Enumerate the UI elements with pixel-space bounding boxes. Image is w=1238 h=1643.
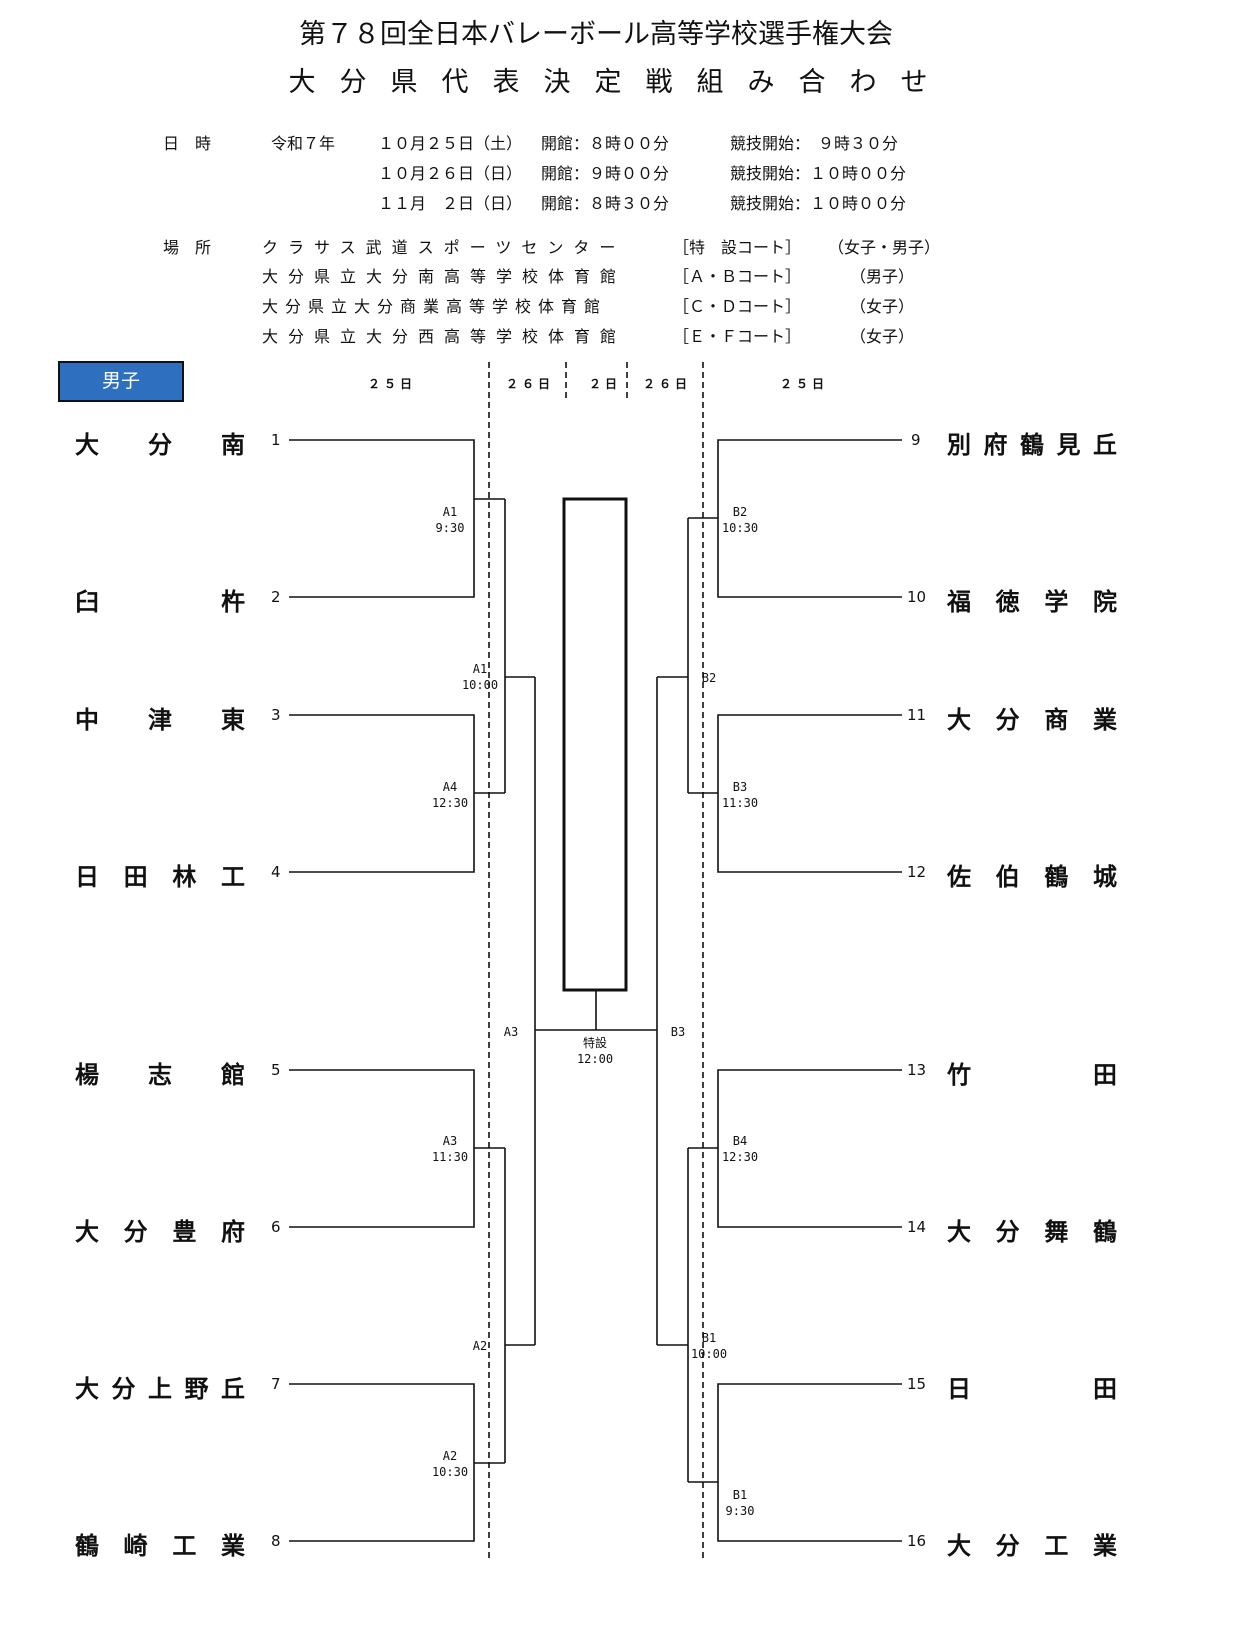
seed-number: 1 (271, 431, 281, 449)
schedule-open: 開館：８時００分 (541, 134, 670, 153)
day-header: ２日 (588, 377, 622, 391)
team-name: 鶴崎工業 (75, 1532, 245, 1560)
team-name: 臼杵 (75, 588, 245, 616)
seed-number: 11 (907, 706, 927, 724)
venue-gender: （女子） (850, 297, 915, 316)
team-name: 楊志館 (75, 1061, 245, 1089)
seed-number: 9 (911, 431, 921, 449)
page-title: 第７８回全日本バレーボール高等学校選手権大会 (299, 19, 893, 50)
seed-number: 5 (271, 1061, 281, 1079)
seed-number: 3 (271, 706, 281, 724)
venue-label: 場 所 (163, 238, 212, 257)
venue-court: ［特 設コート］ (673, 238, 802, 257)
seed-number: 15 (907, 1375, 927, 1393)
schedule-start: 競技開始：１０時００分 (730, 194, 907, 213)
venue-gender: （男子） (850, 267, 915, 286)
seed-number: 14 (907, 1218, 927, 1236)
schedule-label: 日 時 (163, 134, 212, 153)
venue-name: 大分県立大分商業高等学校体育館 (262, 297, 608, 316)
seed-number: 6 (271, 1218, 281, 1236)
venue-court: ［Ｅ・Ｆコート］ (673, 327, 802, 346)
team-name: 大分舞鶴 (947, 1218, 1117, 1246)
team-name: 日田 (947, 1375, 1117, 1403)
day-header: ２６日 (642, 377, 692, 391)
day-header: ２６日 (505, 377, 555, 391)
schedule-start: 競技開始： ９時３０分 (730, 134, 899, 153)
team-name: 日田林工 (75, 863, 245, 891)
venue-court: ［Ｃ・Ｄコート］ (673, 297, 802, 316)
team-name: 中津東 (75, 706, 245, 734)
day-header: ２５日 (779, 377, 829, 391)
seed-number: 7 (271, 1375, 281, 1393)
seed-number: 12 (907, 863, 927, 881)
match-label: A3 (503, 1025, 519, 1039)
schedule-year: 令和７年 (271, 134, 336, 153)
schedule-open: 開館：８時３０分 (541, 194, 670, 213)
schedule-open: 開館：９時００分 (541, 164, 670, 183)
schedule-date: １１月 ２日（日） (378, 194, 523, 213)
seed-number: 8 (271, 1532, 281, 1550)
seed-number: 10 (907, 588, 927, 606)
day-header: ２５日 (367, 377, 417, 391)
schedule-start: 競技開始：１０時００分 (730, 164, 907, 183)
venue-gender: （女子） (850, 327, 915, 346)
team-name: 大分豊府 (75, 1218, 245, 1246)
team-name: 大分南 (75, 431, 245, 459)
seed-number: 16 (907, 1532, 927, 1550)
team-name: 佐伯鶴城 (947, 863, 1117, 891)
schedule-date: １０月２６日（日） (378, 164, 523, 183)
venue-name: 大分県立大分南高等学校体育館 (262, 267, 627, 286)
team-name: 福徳学院 (947, 588, 1117, 616)
venue-court: ［Ａ・Ｂコート］ (673, 267, 802, 286)
schedule-date: １０月２５日（土） (378, 134, 523, 153)
venue-name: 大分県立大分西高等学校体育館 (262, 327, 627, 346)
division-badge: 男子 (58, 361, 184, 402)
page-subtitle: 大分県代表決定戦組み合わせ (288, 67, 952, 98)
team-name: 別府鶴見丘 (947, 431, 1117, 459)
match-label: B3 (670, 1025, 686, 1039)
team-name: 大分上野丘 (75, 1375, 245, 1403)
match-label: B2 (701, 671, 717, 685)
seed-number: 2 (271, 588, 281, 606)
seed-number: 4 (271, 863, 281, 881)
venue-gender: （女子・男子） (828, 238, 941, 257)
venue-name: クラサス武道スポーツセンター (262, 238, 626, 257)
seed-number: 13 (907, 1061, 927, 1079)
match-label: A2 (472, 1339, 488, 1353)
team-name: 竹田 (947, 1061, 1117, 1089)
team-name: 大分工業 (947, 1532, 1117, 1560)
team-name: 大分商業 (947, 706, 1117, 734)
